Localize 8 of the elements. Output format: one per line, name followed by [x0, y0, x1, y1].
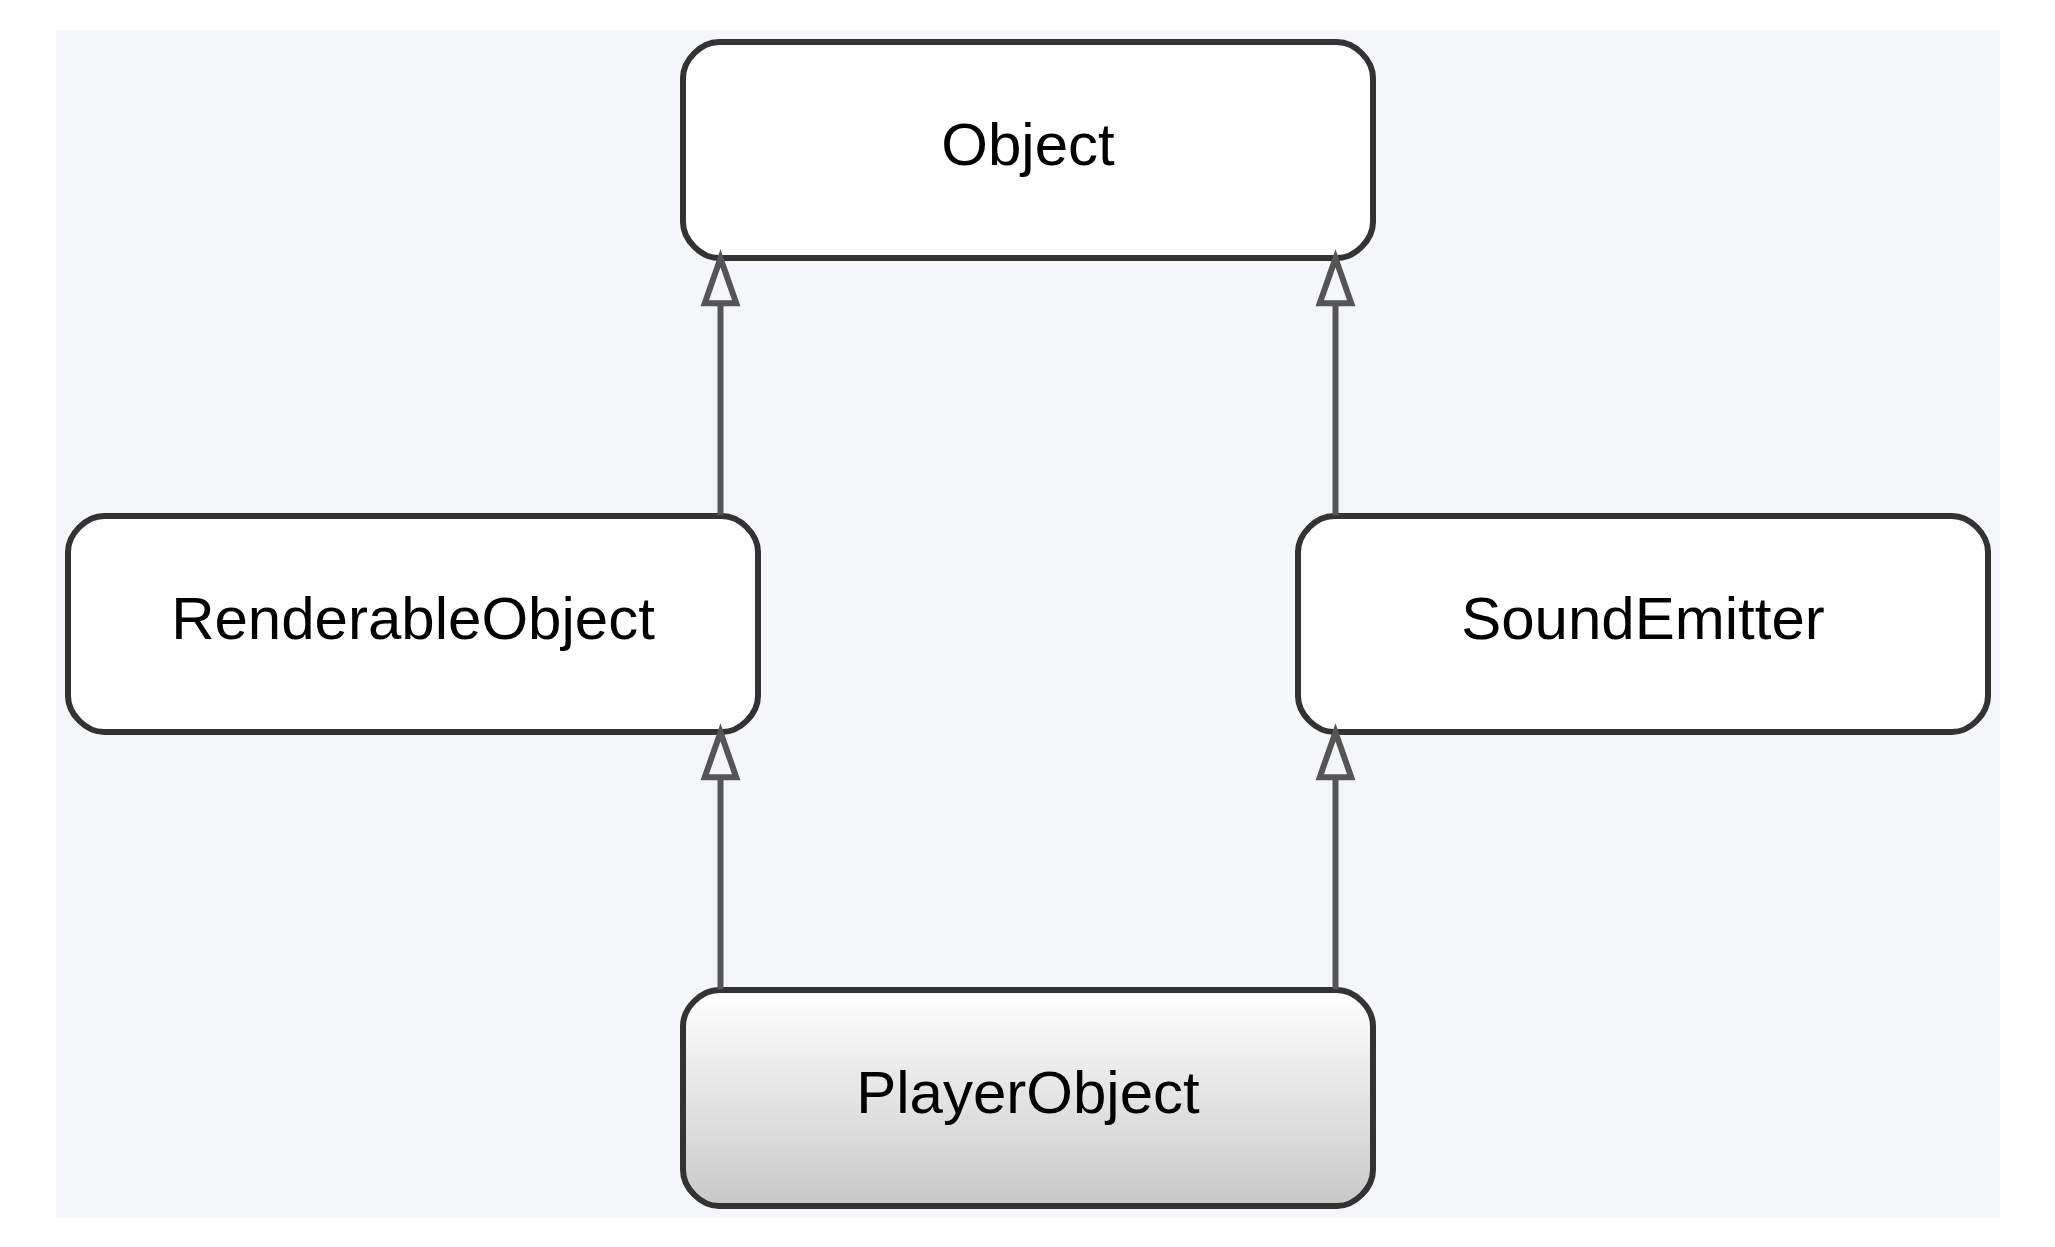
node-box: RenderableObject	[64, 512, 761, 735]
node-box: SoundEmitter	[1294, 512, 1991, 735]
arrow	[700, 722, 740, 989]
node-box: PlayerObject	[679, 986, 1376, 1209]
arrow	[1315, 248, 1355, 515]
arrow	[700, 248, 740, 515]
arrow	[1315, 722, 1355, 989]
node-box: Object	[679, 38, 1376, 261]
